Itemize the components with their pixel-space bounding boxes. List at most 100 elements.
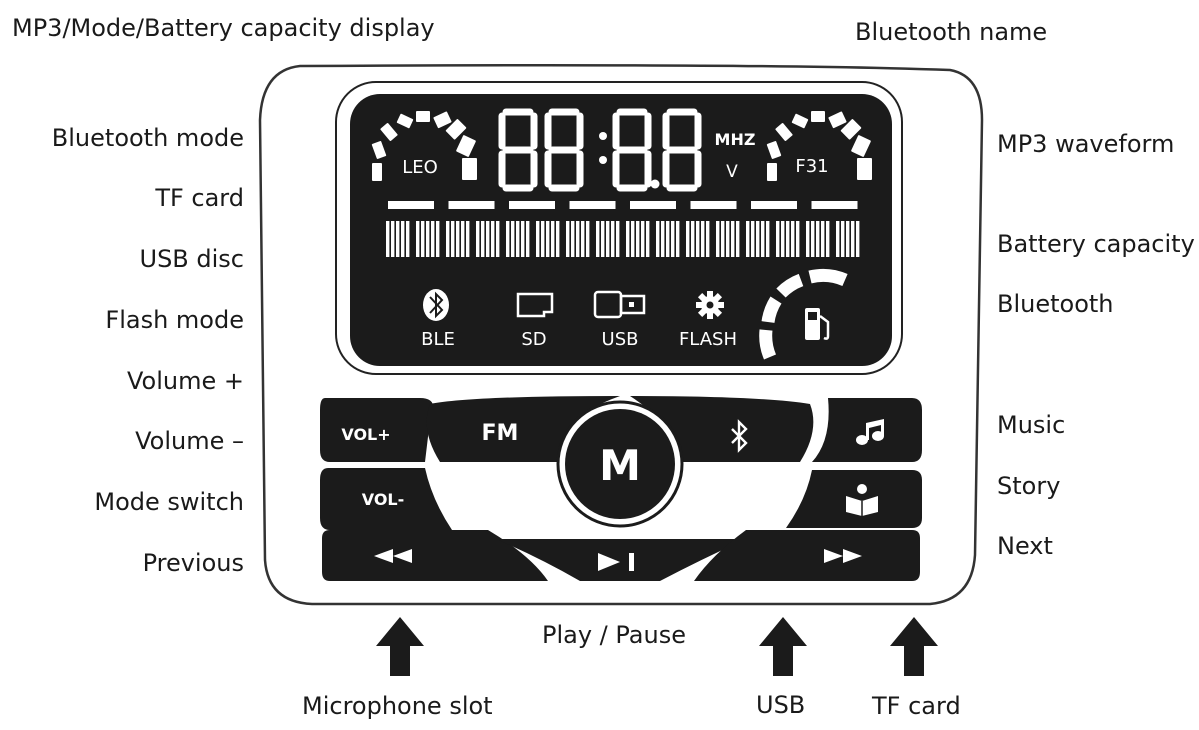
volume-up-label: VOL+ bbox=[341, 425, 390, 444]
matrix-column bbox=[611, 221, 615, 257]
matrix-column bbox=[721, 221, 725, 257]
previous-button[interactable] bbox=[322, 530, 548, 581]
matrix-column bbox=[736, 221, 740, 257]
matrix-column bbox=[551, 221, 555, 257]
play-pause-icon bbox=[598, 553, 634, 571]
matrix-column bbox=[556, 221, 560, 257]
matrix-column bbox=[486, 221, 490, 257]
next-button[interactable] bbox=[694, 530, 920, 581]
matrix-column bbox=[696, 221, 700, 257]
matrix-column bbox=[666, 221, 670, 257]
matrix-column bbox=[686, 221, 690, 257]
matrix-column bbox=[511, 221, 515, 257]
matrix-column bbox=[786, 221, 790, 257]
colon-dot-bottom bbox=[599, 156, 607, 164]
fast-forward-icon bbox=[824, 549, 862, 563]
label-bluetooth-name: Bluetooth name bbox=[855, 18, 1048, 46]
matrix-column bbox=[851, 221, 855, 257]
label-mode-switch: Mode switch bbox=[94, 488, 244, 516]
up-arrow-icon bbox=[759, 617, 807, 676]
matrix-column bbox=[626, 221, 630, 257]
matrix-column bbox=[401, 221, 405, 257]
matrix-column bbox=[566, 221, 570, 257]
matrix-column bbox=[546, 221, 550, 257]
matrix-column bbox=[731, 221, 735, 257]
matrix-column bbox=[606, 221, 610, 257]
volume-down-button[interactable]: VOL- bbox=[320, 468, 452, 530]
matrix-column bbox=[491, 221, 495, 257]
matrix-column bbox=[396, 221, 400, 257]
matrix-column bbox=[751, 221, 755, 257]
dash-segment bbox=[630, 201, 676, 209]
music-note-icon bbox=[856, 419, 884, 445]
label-usb-disc: USB disc bbox=[139, 245, 245, 273]
usb-icon bbox=[593, 290, 646, 319]
matrix-column bbox=[821, 221, 825, 257]
matrix-column bbox=[476, 221, 480, 257]
label-music: Music bbox=[997, 411, 1066, 439]
label-story: Story bbox=[997, 472, 1061, 500]
matrix-column bbox=[456, 221, 460, 257]
volume-up-button[interactable]: VOL+ bbox=[320, 398, 434, 462]
left-gauge bbox=[371, 111, 477, 181]
matrix-column bbox=[586, 221, 590, 257]
play-pause-button[interactable] bbox=[496, 539, 746, 581]
matrix-column bbox=[466, 221, 470, 257]
matrix-column bbox=[816, 221, 820, 257]
matrix-column bbox=[481, 221, 485, 257]
dot-matrix-display bbox=[386, 221, 860, 257]
matrix-column bbox=[436, 221, 440, 257]
decimal-dot bbox=[650, 179, 660, 189]
matrix-column bbox=[756, 221, 760, 257]
right-gauge-label: F31 bbox=[795, 156, 828, 177]
sd-card-icon bbox=[516, 292, 554, 318]
volume-down-label: VOL- bbox=[362, 490, 405, 509]
matrix-column bbox=[726, 221, 730, 257]
label-usb-port: USB bbox=[756, 691, 806, 719]
matrix-column bbox=[616, 221, 620, 257]
matrix-column bbox=[656, 221, 660, 257]
right-gauge bbox=[766, 111, 872, 181]
matrix-column bbox=[766, 221, 770, 257]
matrix-column bbox=[641, 221, 645, 257]
matrix-column bbox=[416, 221, 420, 257]
matrix-column bbox=[791, 221, 795, 257]
music-button[interactable] bbox=[812, 398, 922, 462]
usb-label: USB bbox=[602, 329, 639, 350]
dash-segment bbox=[448, 201, 495, 209]
matrix-column bbox=[496, 221, 500, 257]
flash-label: FLASH bbox=[679, 329, 737, 350]
fm-button[interactable]: FM bbox=[426, 396, 620, 462]
story-button[interactable] bbox=[786, 470, 922, 528]
dash-segment bbox=[690, 201, 737, 209]
matrix-column bbox=[811, 221, 815, 257]
control-buttons: VOL+ FM VOL- M bbox=[320, 396, 922, 581]
dash-segment bbox=[751, 201, 797, 209]
matrix-column bbox=[451, 221, 455, 257]
matrix-column bbox=[636, 221, 640, 257]
matrix-column bbox=[781, 221, 785, 257]
matrix-column bbox=[516, 221, 520, 257]
up-arrow-icon bbox=[890, 617, 938, 676]
volt-label: V bbox=[726, 162, 738, 182]
matrix-column bbox=[846, 221, 850, 257]
matrix-column bbox=[631, 221, 635, 257]
matrix-column bbox=[386, 221, 390, 257]
left-gauge-label: LEO bbox=[402, 157, 438, 178]
matrix-column bbox=[661, 221, 665, 257]
matrix-column bbox=[571, 221, 575, 257]
label-bluetooth: Bluetooth bbox=[997, 290, 1114, 318]
up-arrow-icon bbox=[376, 617, 424, 676]
matrix-column bbox=[716, 221, 720, 257]
label-display-heading: MP3/Mode/Battery capacity display bbox=[12, 14, 435, 42]
bluetooth-button[interactable] bbox=[630, 396, 814, 462]
label-microphone-slot: Microphone slot bbox=[302, 692, 493, 720]
matrix-column bbox=[576, 221, 580, 257]
ble-label: BLE bbox=[421, 329, 455, 350]
label-previous: Previous bbox=[142, 549, 244, 577]
matrix-column bbox=[826, 221, 830, 257]
label-play-pause: Play / Pause bbox=[542, 621, 686, 649]
matrix-column bbox=[671, 221, 675, 257]
mode-switch-button[interactable]: M bbox=[556, 400, 684, 528]
